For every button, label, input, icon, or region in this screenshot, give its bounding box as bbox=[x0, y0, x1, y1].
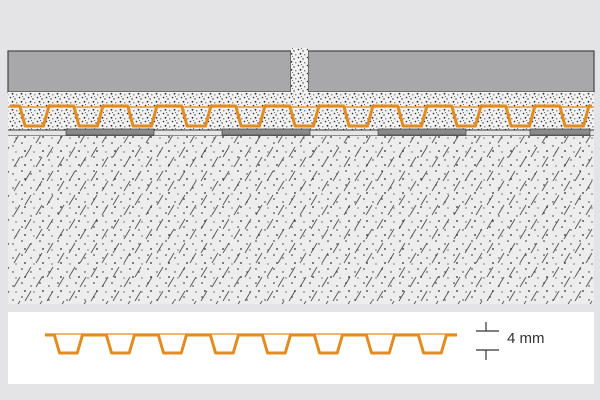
legend-membrane-profile bbox=[45, 333, 457, 355]
thinset-stipple bbox=[8, 92, 594, 130]
tile-right bbox=[307, 50, 595, 93]
fleece-backing-strip bbox=[65, 128, 155, 136]
fleece-backing-strips bbox=[65, 128, 591, 136]
grout-joint-stipple bbox=[291, 48, 308, 97]
thickness-dimension-marker bbox=[476, 322, 499, 360]
fleece-backing-strip bbox=[529, 128, 591, 136]
fleece-backing-strip bbox=[221, 128, 311, 136]
fleece-backing-strip bbox=[377, 128, 467, 136]
thickness-label: 4 mm bbox=[507, 330, 545, 347]
legend-panel bbox=[8, 312, 594, 384]
uncoupling-membrane bbox=[10, 104, 592, 128]
tile-left bbox=[7, 50, 292, 93]
concrete-aggregate bbox=[8, 136, 594, 304]
